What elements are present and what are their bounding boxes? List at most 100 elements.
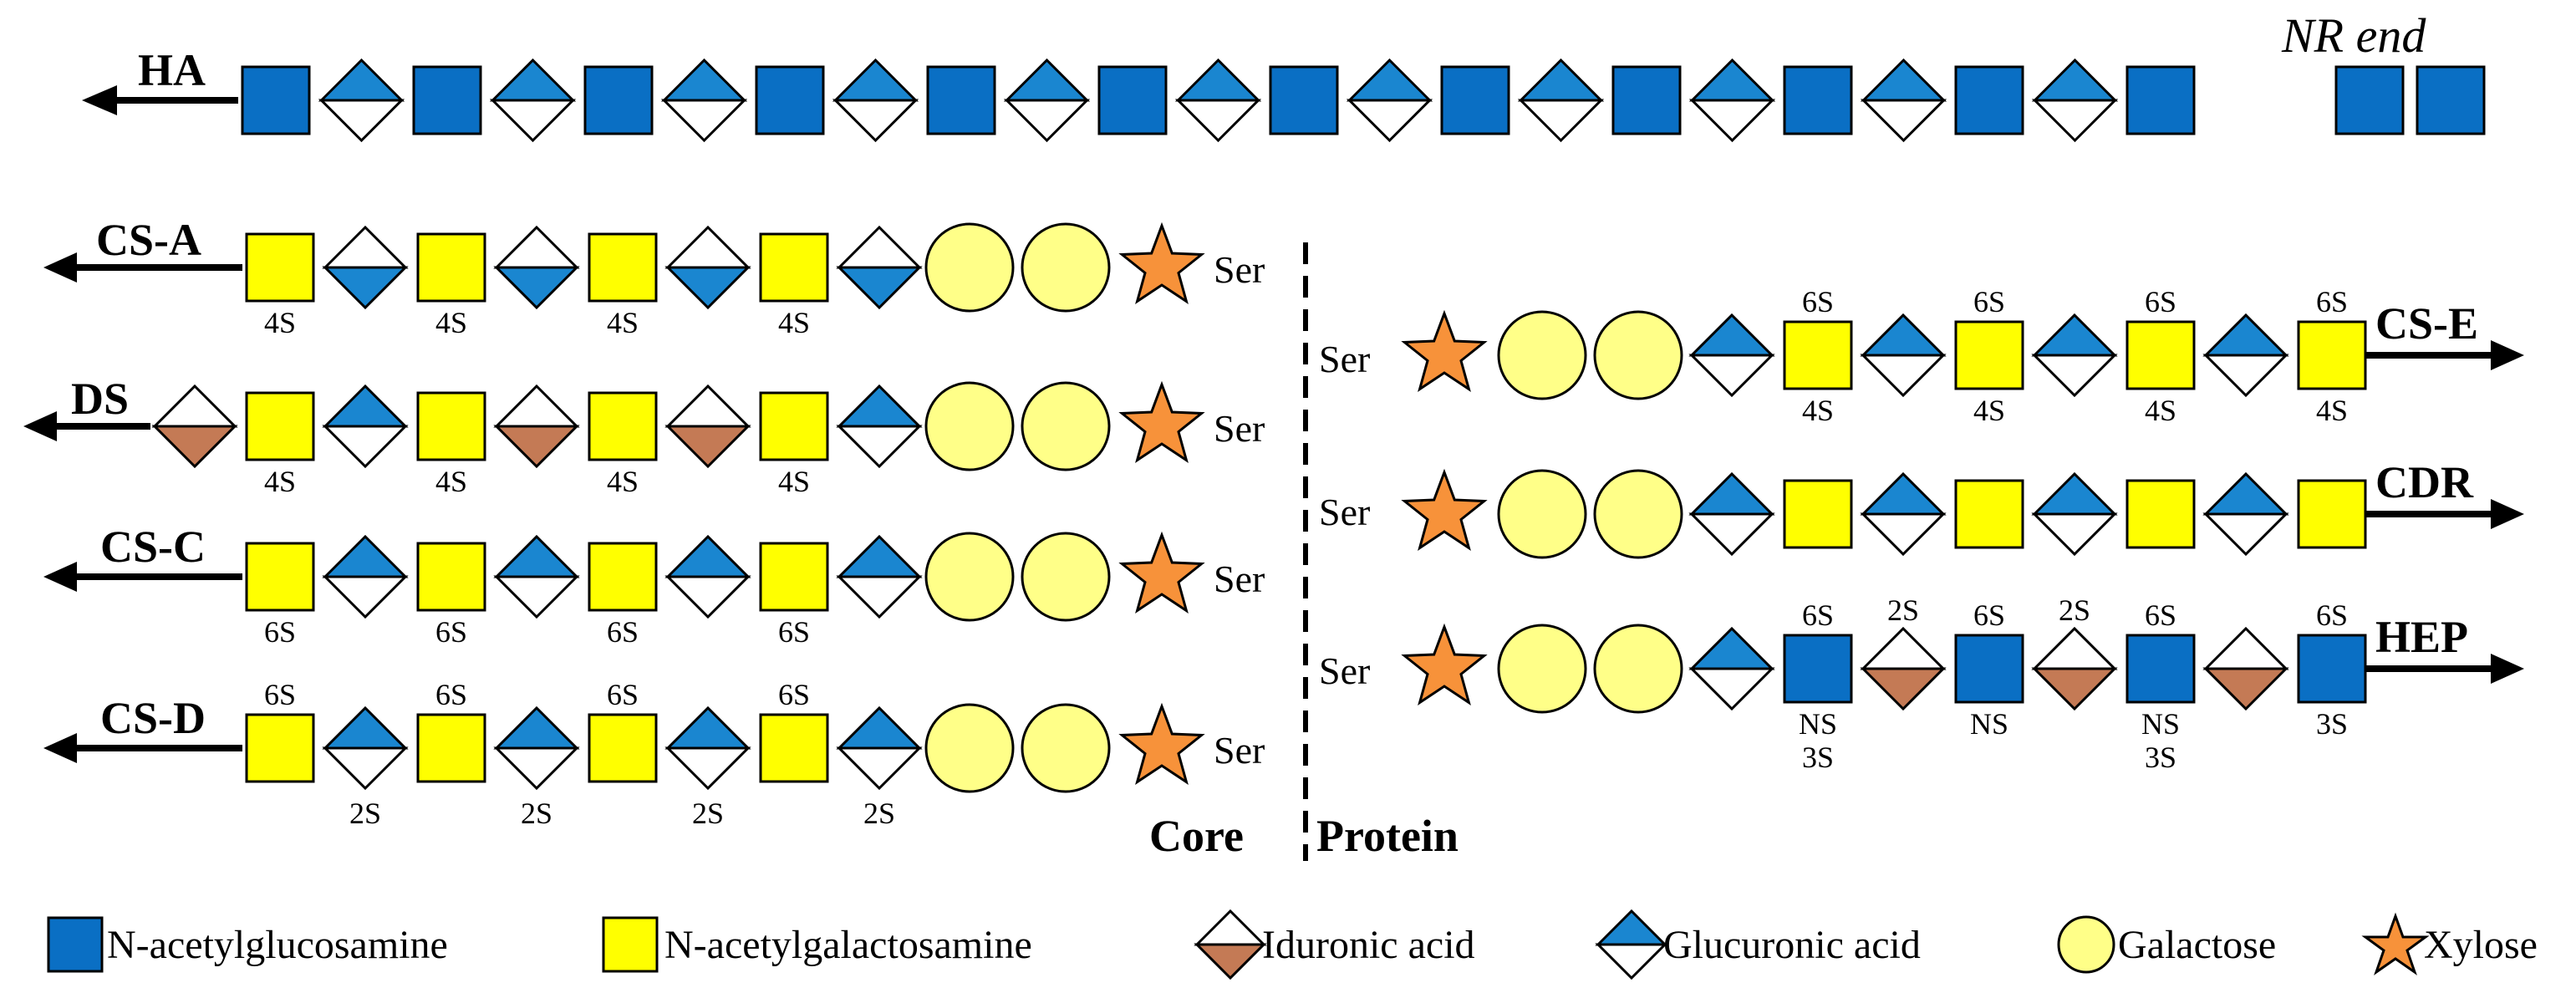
sulfate-label: 4S [778,306,810,339]
glcnac-unit [1611,65,1682,135]
galnac-unit [759,391,829,461]
galnac-unit [2297,320,2367,390]
sulfate-label: 4S [1973,394,2005,427]
sulfate-label: 2S [863,797,895,830]
xylose-unit [1118,702,1205,785]
glca-unit [493,534,580,619]
glcnac-unit [926,65,996,135]
legend: N-acetylglucosamine N-acetylgalactosamin… [47,909,2538,980]
glca-unit [1688,471,1775,557]
ds-arrowhead [23,411,57,441]
cs-e-arrowhead [2491,340,2524,370]
sulfate-label: 6S [778,615,810,649]
glca-unit [836,534,923,619]
cdr-arrowhead [2491,499,2524,529]
glca-unit [1688,626,1775,711]
glca-unit [664,225,751,310]
cs-c-label: CS-C [100,522,206,572]
galactose-unit [1497,310,1587,400]
nr-end-label: NR end [2281,8,2426,63]
sulfate-label: 4S [778,465,810,498]
legend-galnac-label: N-acetylgalactosamine [664,923,1032,967]
galactose-unit [1021,222,1111,313]
glca-unit [322,384,409,469]
galactose-unit [924,532,1015,622]
idoa-unit [664,384,751,469]
glcnac-unit [1954,65,2024,135]
glca-unit [2031,471,2118,557]
glcnac-unit [241,65,311,135]
glca-unit [1860,471,1947,557]
galactose-unit [1497,624,1587,714]
legend-glcnac-label: N-acetylglucosamine [107,923,448,967]
glcnac-unit [583,65,654,135]
ha-units [241,58,2486,143]
ha-label: HA [138,45,206,95]
xylose-unit [1118,380,1205,463]
galnac-unit [1783,479,1853,549]
glcnac-unit [1783,634,1853,704]
glcnac-unit [755,65,825,135]
glcnac-unit [1783,65,1853,135]
glca-unit [322,705,409,791]
galnac-unit [245,542,315,612]
sulfate-label: 6S [264,678,296,711]
galnac-unit [759,232,829,303]
sulfate-label: 6S [607,678,639,711]
glca-unit [836,384,923,469]
glca-unit [836,705,923,791]
sulfate-label: 6S [1973,285,2005,318]
galactose-unit [1021,532,1111,622]
glca-unit [322,225,409,310]
ds-label: DS [71,374,129,424]
galnac-unit [2297,479,2367,549]
galnac-unit [416,542,486,612]
glca-unit [832,58,919,143]
galnac-unit [245,232,315,303]
xylose-unit [1401,309,1488,392]
cdr-chain: CDR [1401,457,2524,559]
ns-label: NS [2141,707,2180,741]
idoa-unit [2202,626,2289,711]
ser-label-cs-d: Ser [1214,729,1265,772]
ser-label-cs-c: Ser [1214,558,1265,600]
sulfate-label: 6S [435,678,467,711]
sulfate-label: 3S [2316,707,2348,741]
cs-d-arrowhead [43,733,77,763]
glca-unit [2031,58,2119,143]
glcnac-unit [2125,634,2196,704]
galactose-unit [1593,310,1683,400]
xylose-unit [1401,623,1488,705]
galnac-unit [759,542,829,612]
glca-unit [322,534,409,619]
sulfate-label: 6S [1802,598,1834,632]
galnac-unit [759,713,829,783]
galactose-unit [1021,381,1111,471]
galnac-unit [588,232,658,303]
legend-idoa-label: Iduronic acid [1262,923,1475,967]
protein-label: Protein [1316,811,1459,861]
galnac-unit [2125,479,2196,549]
glca-unit [664,534,751,619]
ser-label-cs-e: Ser [1319,338,1370,380]
glca-unit [660,58,748,143]
glcnac-unit [1954,634,2024,704]
sulfate-label: 2S [521,797,552,830]
legend-glcnac-symbol [47,916,104,973]
ns-label: NS [1970,707,2008,741]
galactose-unit [1021,703,1111,793]
galactose-unit [924,381,1015,471]
idoa-unit [151,384,238,469]
sulfate-label: 3S [2145,741,2176,774]
glca-unit [489,58,577,143]
sulfate-label: 2S [2059,593,2090,627]
sulfate-label: 6S [264,615,296,649]
